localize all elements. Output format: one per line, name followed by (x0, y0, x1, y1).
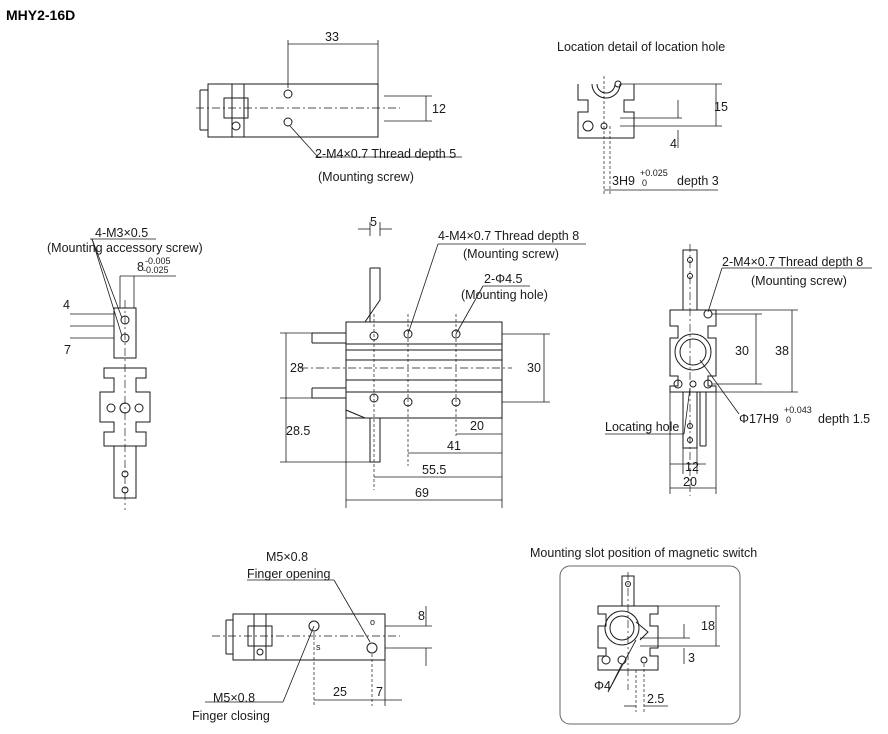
right-bore-depth: depth 1.5 (818, 412, 870, 426)
top-thread-callout: 2-M4×0.7 Thread depth 5 (315, 147, 456, 161)
switch-dim-2-5: 2.5 (647, 692, 664, 706)
right-bore-tol-lower: 0 (786, 415, 791, 425)
right-dim-12: 12 (685, 460, 699, 474)
front-dim-55-5: 55.5 (422, 463, 446, 477)
top-dim-33: 33 (325, 30, 339, 44)
left-side-view: 4-M3×0.5 (Mounting accessory screw) 8 -0… (47, 226, 203, 510)
right-locating-hole: Locating hole (605, 420, 679, 434)
switch-dim-18: 18 (701, 619, 715, 633)
finger-closing-label: Finger closing (192, 709, 270, 723)
right-dim-38: 38 (775, 344, 789, 358)
front-dim-28: 28 (290, 361, 304, 375)
right-bore-spec: Φ17H9 (739, 412, 779, 426)
left-tol-value: 8 (137, 260, 144, 274)
front-dim-69: 69 (415, 486, 429, 500)
location-dim-4: 4 (670, 137, 677, 151)
finger-closing-spec: M5×0.8 (213, 691, 255, 705)
location-hole-tol-upper: +0.025 (640, 168, 668, 178)
front-dim-30: 30 (527, 361, 541, 375)
front-dim-5: 5 (370, 215, 377, 229)
switch-slot-view: Mounting slot position of magnetic switc… (530, 546, 757, 725)
finger-opening-spec: M5×0.8 (266, 550, 308, 564)
left-dim-7: 7 (64, 343, 71, 357)
location-hole-depth: depth 3 (677, 174, 719, 188)
switch-dim-3: 3 (688, 651, 695, 665)
front-view: 5 4-M4×0.7 Thread depth 8 (Mounting scre… (280, 215, 586, 508)
location-detail-heading: Location detail of location hole (557, 40, 725, 54)
left-tol-upper: -0.005 (145, 256, 171, 266)
finger-view: M5×0.8 Finger opening s o 8 25 7 M5×0.8 … (192, 550, 432, 723)
finger-dim-7: 7 (376, 685, 383, 699)
location-hole-spec: 3H9 (612, 174, 635, 188)
front-hole-note: (Mounting hole) (461, 288, 548, 302)
drawing-title: MHY2-16D (6, 7, 75, 23)
finger-opening-label: Finger opening (247, 567, 330, 581)
top-dim-12: 12 (432, 102, 446, 116)
front-dim-28-5: 28.5 (286, 424, 310, 438)
left-thread-callout: 4-M3×0.5 (95, 226, 148, 240)
right-side-view: 2-M4×0.7 Thread depth 8 (Mounting screw)… (605, 244, 872, 496)
location-hole-tol-lower: 0 (642, 178, 647, 188)
front-thread-note: (Mounting screw) (463, 247, 559, 261)
finger-mark-o: o (370, 617, 375, 627)
finger-dim-25: 25 (333, 685, 347, 699)
right-thread-note: (Mounting screw) (751, 274, 847, 288)
finger-mark-s: s (316, 642, 321, 652)
switch-heading: Mounting slot position of magnetic switc… (530, 546, 757, 560)
right-bore-tol-upper: +0.043 (784, 405, 812, 415)
front-dim-41: 41 (447, 439, 461, 453)
front-hole-callout: 2-Φ4.5 (484, 272, 523, 286)
front-dim-20: 20 (470, 419, 484, 433)
top-thread-note: (Mounting screw) (318, 170, 414, 184)
left-dim-4: 4 (63, 298, 70, 312)
left-thread-note: (Mounting accessory screw) (47, 241, 203, 255)
finger-dim-8: 8 (418, 609, 425, 623)
right-thread-callout: 2-M4×0.7 Thread depth 8 (722, 255, 863, 269)
left-tol-lower: -0.025 (143, 265, 169, 275)
location-dim-15: 15 (714, 100, 728, 114)
location-detail: Location detail of location hole 15 4 3H… (557, 40, 728, 196)
right-dim-20: 20 (683, 475, 697, 489)
top-view: 33 12 2-M4×0.7 Thread depth 5 (Mounting … (196, 30, 462, 184)
switch-dim-phi4: Φ4 (594, 679, 611, 693)
right-dim-30: 30 (735, 344, 749, 358)
front-thread-callout: 4-M4×0.7 Thread depth 8 (438, 229, 579, 243)
